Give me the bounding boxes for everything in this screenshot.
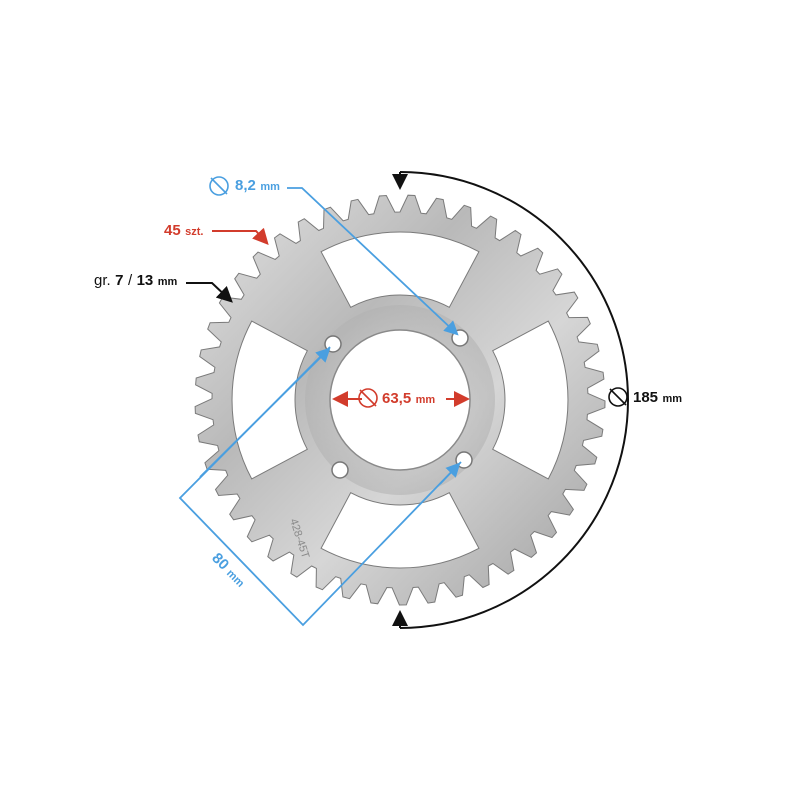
thickness-label: gr. 7 / 13 mm [94, 273, 177, 289]
bolt-hole-leader [287, 187, 459, 336]
thickness-unit: mm [157, 276, 178, 288]
center-bore-unit: mm [415, 394, 436, 406]
center-bore-value: 63,5 [382, 390, 412, 407]
bolt-hole-unit: mm [260, 181, 280, 193]
center-bore-label: 63,5 mm [382, 391, 435, 407]
outer-diameter-label: 185 mm [633, 390, 682, 406]
thickness-separator: / [127, 272, 133, 289]
teeth-leader [212, 227, 269, 245]
bolt-hole-value: 8,2 [235, 177, 256, 194]
bolt-spacing-arrow-a [199, 347, 331, 478]
outer-diameter-unit: mm [662, 393, 683, 405]
teeth-label: 45 szt. [164, 223, 203, 239]
thickness-prefix: gr. [94, 272, 111, 289]
bolt-hole [331, 461, 349, 479]
bolt-spacing-arrow-b [439, 462, 461, 485]
diameter-icon [209, 176, 229, 196]
center-bore [329, 329, 471, 471]
teeth-value: 45 [164, 222, 181, 239]
teeth-unit: szt. [185, 226, 204, 238]
thickness-leader [186, 282, 233, 303]
outer-diameter-arc [399, 171, 629, 629]
thickness-value-a: 7 [115, 272, 124, 289]
bolt-hole-label: 8,2 mm [235, 178, 280, 194]
diameter-icon [608, 387, 628, 407]
diameter-icon [358, 388, 378, 408]
outer-diameter-value: 185 [633, 389, 659, 406]
thickness-value-b: 13 [136, 272, 154, 289]
